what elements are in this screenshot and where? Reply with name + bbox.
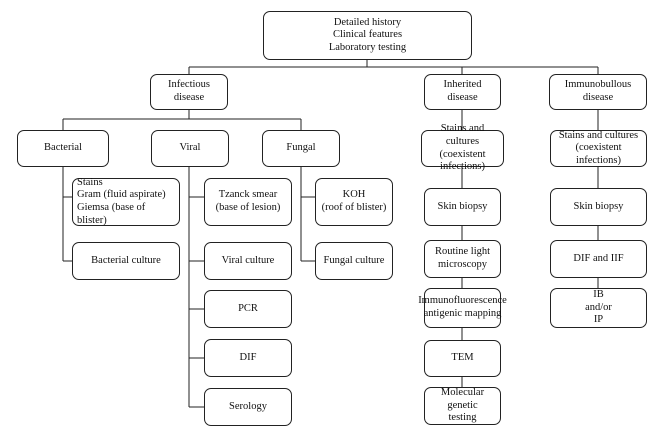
ib-ip-box: IB and/or IP bbox=[550, 288, 647, 328]
koh-line-2: (roof of blister) bbox=[321, 202, 387, 213]
immunobullous-line-2: disease bbox=[582, 92, 614, 103]
bacterial-stains-line-2: Gram (fluid aspirate) bbox=[77, 189, 166, 201]
immunofluorescence-mapping-box: Immunofluorescence antigenic mapping bbox=[418, 288, 507, 328]
immunobullous-stains-box: Stains and cultures (coexistent infectio… bbox=[550, 130, 647, 167]
viral-box: Viral bbox=[151, 130, 229, 167]
viral-dif-label: DIF bbox=[239, 351, 257, 363]
koh-box: KOH (roof of blister) bbox=[315, 178, 393, 226]
inherited-line-1: Inherited bbox=[443, 79, 482, 91]
molecular-line-1: Molecular genetic bbox=[440, 387, 485, 411]
bacterial-culture-label: Bacterial culture bbox=[91, 254, 161, 266]
immuno-line-2: antigenic mapping bbox=[423, 308, 502, 319]
bacterial-culture-box: Bacterial culture bbox=[72, 242, 180, 280]
ib-line-1: IB bbox=[593, 289, 604, 301]
viral-culture-box: Viral culture bbox=[204, 242, 292, 280]
infectious-line-2: disease bbox=[173, 92, 205, 103]
inherited-skin-biopsy-box: Skin biopsy bbox=[424, 188, 501, 226]
bacterial-box: Bacterial bbox=[17, 130, 109, 167]
root-box: Detailed history Clinical features Labor… bbox=[263, 11, 472, 60]
light-line-2: microscopy bbox=[438, 259, 487, 270]
fungal-box: Fungal bbox=[262, 130, 340, 167]
inherited-line-2: disease bbox=[447, 92, 478, 103]
koh-line-1: KOH bbox=[342, 189, 366, 201]
fungal-culture-label: Fungal culture bbox=[323, 254, 385, 266]
viral-label: Viral bbox=[179, 142, 201, 154]
immunobullous-line-1: Immunobullous bbox=[564, 79, 632, 91]
inherited-skin-biopsy-label: Skin biopsy bbox=[437, 200, 488, 212]
bacterial-stains-line-1: Stains bbox=[77, 176, 103, 188]
inherited-stains-line-2: (coexistent infections) bbox=[439, 148, 486, 173]
immunobullous-disease-box: Immunobullous disease bbox=[549, 74, 647, 110]
bacterial-stains-line-3: Giemsa (base of blister) bbox=[77, 202, 146, 226]
immuno-line-1: Immunofluorescence bbox=[418, 295, 507, 307]
dif-and-iif-label: DIF and IIF bbox=[573, 252, 624, 264]
ib-line-3: IP bbox=[593, 314, 604, 326]
immunobullous-skin-biopsy-box: Skin biopsy bbox=[550, 188, 647, 226]
tzanck-smear-box: Tzanck smear (base of lesion) bbox=[204, 178, 292, 226]
tem-box: TEM bbox=[424, 340, 501, 377]
serology-label: Serology bbox=[229, 400, 267, 412]
molecular-line-2: testing bbox=[448, 412, 477, 424]
fungal-culture-box: Fungal culture bbox=[315, 242, 393, 280]
viral-culture-label: Viral culture bbox=[221, 254, 275, 266]
tem-label: TEM bbox=[451, 352, 474, 364]
dif-and-iif-box: DIF and IIF bbox=[550, 240, 647, 278]
inherited-stains-box: Stains and cultures (coexistent infectio… bbox=[421, 123, 504, 172]
immunobullous-stains-line-1: Stains and cultures bbox=[558, 129, 639, 141]
inherited-stains-line-1: Stains and cultures bbox=[440, 123, 485, 147]
serology-box: Serology bbox=[204, 388, 292, 426]
viral-dif-box: DIF bbox=[204, 339, 292, 377]
bacterial-label: Bacterial bbox=[44, 142, 82, 154]
immunobullous-stains-line-2: (coexistent infections) bbox=[575, 142, 622, 166]
immunobullous-skin-biopsy-label: Skin biopsy bbox=[573, 200, 624, 212]
tzanck-line-1: Tzanck smear bbox=[218, 189, 278, 201]
bacterial-stains-box: Stains Gram (fluid aspirate) Giemsa (bas… bbox=[72, 176, 180, 226]
molecular-genetic-testing-box: Molecular genetic testing bbox=[424, 387, 501, 425]
ib-line-2: and/or bbox=[585, 301, 612, 313]
root-line-1: Detailed history bbox=[333, 16, 402, 28]
routine-light-microscopy-box: Routine light microscopy bbox=[424, 240, 501, 278]
fungal-label: Fungal bbox=[286, 142, 316, 154]
infectious-disease-box: Infectious disease bbox=[150, 74, 228, 110]
pcr-label: PCR bbox=[238, 302, 258, 314]
inherited-disease-box: Inherited disease bbox=[424, 74, 501, 110]
tzanck-line-2: (base of lesion) bbox=[215, 202, 281, 213]
pcr-box: PCR bbox=[204, 290, 292, 328]
root-line-2: Clinical features bbox=[332, 29, 403, 41]
light-line-1: Routine light bbox=[434, 246, 491, 258]
root-line-3: Laboratory testing bbox=[328, 41, 407, 53]
infectious-line-1: Infectious bbox=[168, 79, 210, 91]
